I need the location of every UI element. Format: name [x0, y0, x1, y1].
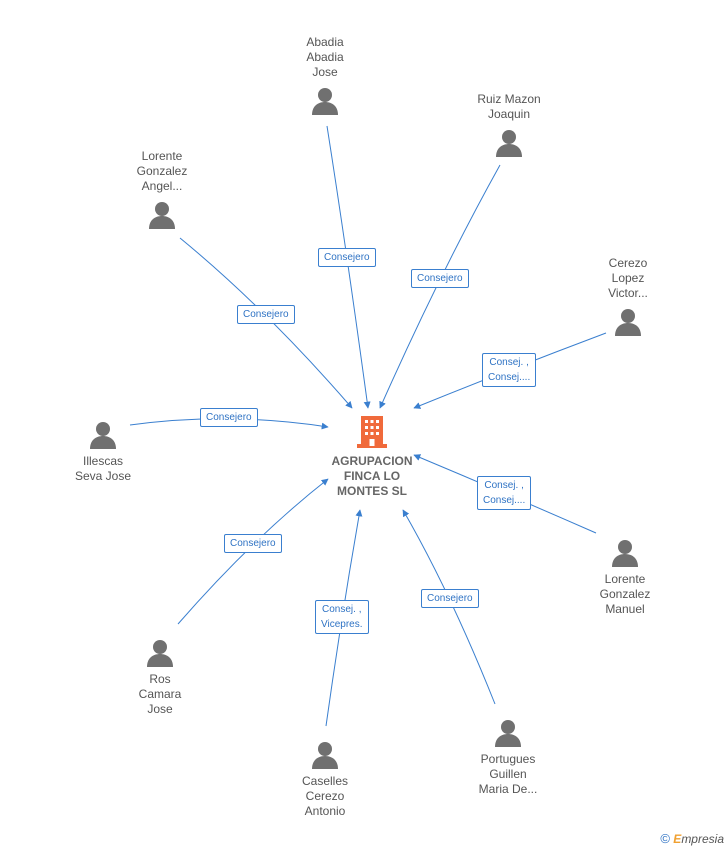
company-node[interactable]: AGRUPACION FINCA LO MONTES SL — [318, 414, 426, 499]
person-node-cerezo[interactable]: Cerezo Lopez Victor... — [578, 256, 678, 337]
person-name: Ros Camara Jose — [138, 672, 182, 716]
role-label-cerezo[interactable]: Consej. , Consej.... — [482, 353, 537, 387]
person-icon — [90, 422, 116, 449]
person-name: Lorente Gonzalez Angel... — [136, 149, 188, 193]
role-label-lorente-angel[interactable]: Consejero — [237, 304, 295, 324]
role-label-portugues[interactable]: Consejero — [421, 588, 479, 608]
person-node-portugues[interactable]: Portugues Guillen Maria De... — [458, 718, 558, 797]
edge-abadia — [326, 125, 371, 409]
brand-logo-text: mpresia — [681, 832, 724, 846]
person-name: Abadia Abadia Jose — [306, 35, 344, 79]
person-node-lorente-angel[interactable]: Lorente Gonzalez Angel... — [112, 149, 212, 230]
person-icon — [496, 130, 522, 157]
person-node-abadia[interactable]: Abadia Abadia Jose — [275, 35, 375, 116]
role-label-ros[interactable]: Consejero — [224, 533, 282, 553]
person-node-illescas[interactable]: Illescas Seva Jose — [53, 420, 153, 484]
person-icon — [312, 742, 338, 769]
person-icon — [149, 202, 175, 229]
brand-logo-e: E — [673, 832, 682, 846]
person-name: Ruiz Mazon Joaquin — [477, 92, 541, 121]
role-label-lorente-manuel[interactable]: Consej. , Consej.... — [477, 476, 532, 510]
person-name: Cerezo Lopez Victor... — [608, 256, 648, 300]
person-node-lorente-manuel[interactable]: Lorente Gonzalez Manuel — [575, 538, 675, 617]
person-icon — [495, 720, 521, 747]
person-icon — [147, 640, 173, 667]
building-icon — [357, 416, 387, 448]
role-label-caselles[interactable]: Consej. , Vicepres. — [315, 600, 369, 634]
person-icon — [615, 309, 641, 336]
role-label-illescas[interactable]: Consejero — [200, 407, 258, 427]
person-name: Portugues Guillen Maria De... — [478, 752, 538, 796]
copyright-icon: © — [660, 831, 670, 846]
person-node-caselles[interactable]: Caselles Cerezo Antonio — [275, 740, 375, 819]
brand-footer: © Empresia — [660, 831, 724, 846]
company-name: AGRUPACION FINCA LO MONTES SL — [331, 454, 413, 498]
person-name: Illescas Seva Jose — [74, 454, 132, 483]
role-label-abadia[interactable]: Consejero — [318, 247, 376, 267]
person-name: Lorente Gonzalez Manuel — [599, 572, 651, 616]
person-icon — [612, 540, 638, 567]
person-node-ros[interactable]: Ros Camara Jose — [110, 638, 210, 717]
person-name: Caselles Cerezo Antonio — [301, 774, 349, 818]
person-node-ruiz[interactable]: Ruiz Mazon Joaquin — [459, 92, 559, 158]
role-label-ruiz[interactable]: Consejero — [411, 268, 469, 288]
person-icon — [312, 88, 338, 115]
